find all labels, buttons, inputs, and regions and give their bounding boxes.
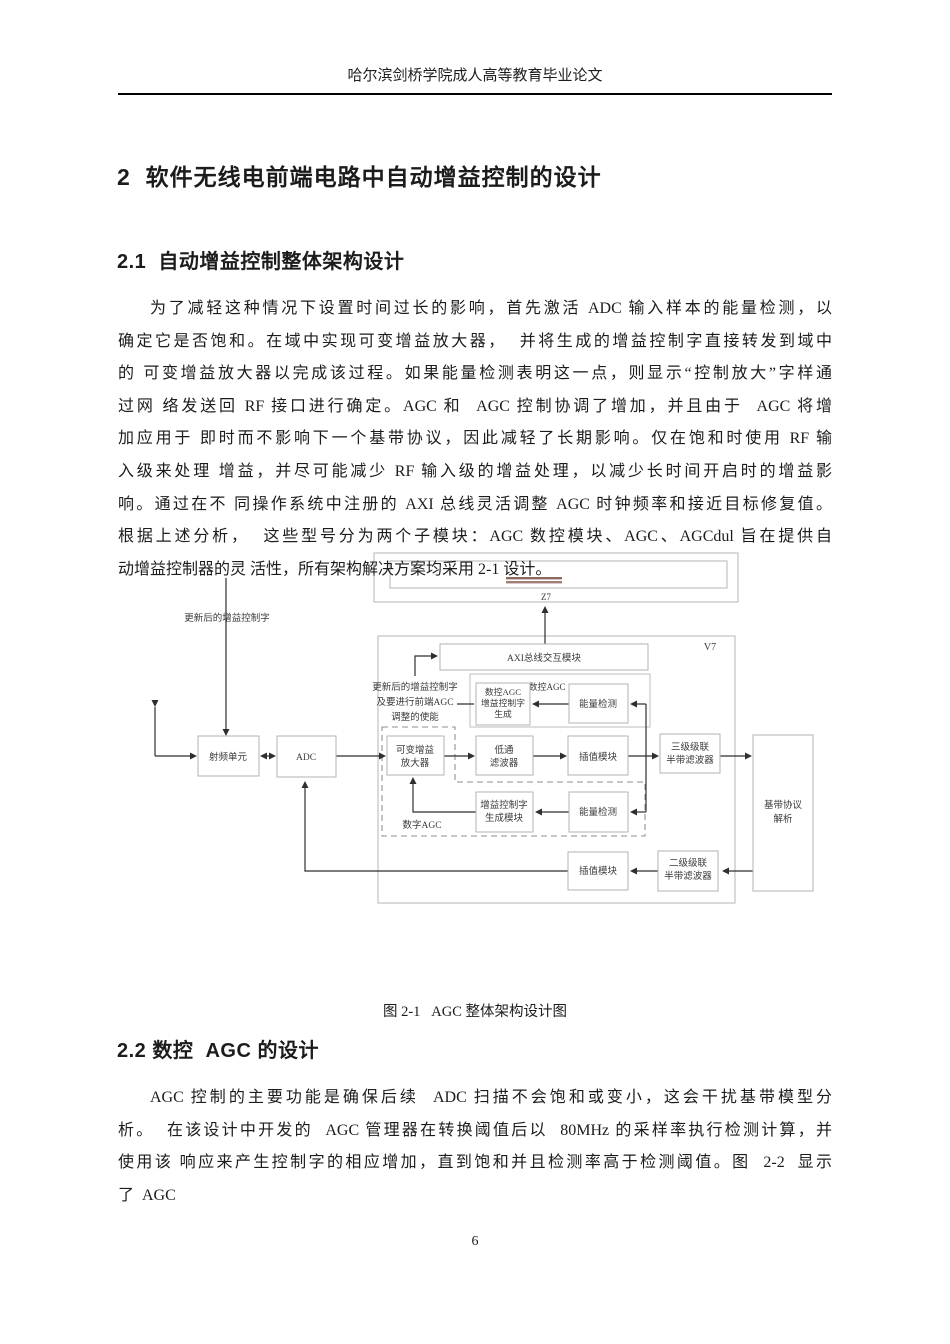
baseband-protocol-label: 解析 bbox=[773, 813, 793, 825]
section-2-1-paragraph: 为了减轻这种情况下设置时间过长的影响，首先激活 ADC 输入样本的能量检测，以 … bbox=[118, 293, 832, 586]
chapter-heading: 2 软件无线电前端电路中自动增益控制的设计 bbox=[117, 164, 602, 190]
nc-agc-gen-label: 数控AGC bbox=[485, 686, 521, 697]
paragraph-line: 了 AGC bbox=[118, 1186, 176, 1204]
nc-agc-group-label: 数控AGC bbox=[528, 681, 565, 692]
updated-gain-word-label-right: 调整的使能 bbox=[391, 711, 439, 723]
nc-agc-gen-label: 生成 bbox=[494, 708, 512, 719]
box-nc-agc-gain-word-gen bbox=[475, 682, 531, 726]
axi-bus-label: AXI总线交互模块 bbox=[507, 652, 581, 664]
paragraph-line: 使用该 响应来产生控制字的相应增加，直到饱和并且检测率高于检测阈值。图 2-2 … bbox=[118, 1154, 832, 1172]
digital-agc-group-box: 数字AGC bbox=[381, 726, 646, 837]
box-rf-unit bbox=[197, 735, 260, 777]
lpf-label: 滤波器 bbox=[490, 757, 519, 769]
box-halfband-3stage bbox=[659, 733, 721, 774]
updated-gain-word-label-right: 更新后的增益控制字 bbox=[372, 681, 458, 693]
paragraph-line: 入级来处理 增益，并尽可能减少 RF 输入级的增益处理，以减少长时间开启时的增益… bbox=[118, 462, 832, 480]
vga-label: 可变增益 bbox=[396, 744, 435, 756]
paragraph-line: 确定它是否饱和。在域中实现可变增益放大器， 并将生成的增益控制字直接转发到域中 bbox=[118, 332, 832, 350]
v7-domain-box: V7 bbox=[377, 635, 736, 904]
z7-domain-box: Z7 bbox=[373, 552, 739, 603]
box-gain-word-gen-module bbox=[475, 791, 534, 833]
paragraph-line: 响。通过在不 同操作系统中注册的 AXI 总线灵活调整 AGC 时钟频率和接近目… bbox=[118, 495, 832, 513]
interpolation-top-label: 插值模块 bbox=[579, 751, 618, 763]
v7-label: V7 bbox=[704, 642, 716, 653]
page-number: 6 bbox=[471, 1234, 479, 1249]
paragraph-line: 动增益控制器的灵 活性，所有架构解决方案均采用 2-1 设计。 bbox=[118, 560, 552, 578]
box-axi-bus-module bbox=[439, 643, 649, 671]
paragraph-line: 根据上述分析， 这些型号分为两个子模块：AGC 数控模块、AGC、AGCdul … bbox=[118, 528, 832, 546]
halfband-2stage-label: 二级级联 bbox=[669, 857, 708, 869]
interpolation-bottom-label: 插值模块 bbox=[579, 865, 618, 877]
halfband-3stage-label: 半带滤波器 bbox=[666, 754, 714, 766]
section-2-2-heading: 2.2 数控 AGC 的设计 bbox=[117, 1040, 319, 1062]
box-lowpass-filter bbox=[475, 735, 534, 776]
box-energy-detect-bottom bbox=[568, 791, 629, 833]
paragraph-line: 过网 络发送回 RF 接口进行确定。AGC 和 AGC 控制协调了增加，并且由于… bbox=[118, 397, 832, 415]
halfband-2stage-label: 半带滤波器 bbox=[664, 870, 712, 882]
box-energy-detect-top bbox=[568, 683, 629, 724]
box-halfband-2stage bbox=[657, 850, 719, 892]
energy-detect-top-label: 能量检测 bbox=[579, 698, 617, 710]
header-rule bbox=[118, 93, 832, 95]
tiny-illegible-label bbox=[506, 577, 562, 580]
z7-label: Z7 bbox=[541, 592, 551, 602]
updated-gain-word-label-left: 更新后的增益控制字 bbox=[184, 612, 270, 624]
gain-word-gen-label: 增益控制字 bbox=[480, 799, 528, 811]
figure-caption: 图 2-1 AGC 整体架构设计图 bbox=[382, 1004, 568, 1020]
lpf-label: 低通 bbox=[494, 744, 514, 756]
updated-gain-word-label-right: 及要进行前端AGC bbox=[376, 696, 453, 708]
baseband-protocol-label: 基带协议 bbox=[764, 799, 803, 811]
rf-unit-label: 射频单元 bbox=[209, 751, 248, 763]
digital-agc-group-label: 数字AGC bbox=[402, 819, 441, 831]
section-2-1-heading: 2.1 自动增益控制整体架构设计 bbox=[117, 251, 405, 273]
box-interpolation-bottom bbox=[567, 851, 629, 891]
paragraph-line: 加应用于 即时而不影响下一个基带协议，因此减轻了长期影响。仅在饱和时使用 RF … bbox=[118, 430, 832, 448]
paragraph-line: AGC 控制的主要功能是确保后续 ADC 扫描不会饱和或变小，这会干扰基带模型分 bbox=[150, 1089, 832, 1106]
nc-agc-group-box: 数控AGC bbox=[469, 673, 651, 728]
paragraph-line: 析。 在该设计中开发的 AGC 管理器在转换阈值后以 80MHz 的采样率执行检… bbox=[118, 1121, 832, 1139]
paragraph-line: 为了减轻这种情况下设置时间过长的影响，首先激活 ADC 输入样本的能量检测，以 bbox=[150, 300, 832, 317]
halfband-3stage-label: 三级级联 bbox=[671, 741, 710, 753]
box-variable-gain-amplifier bbox=[386, 735, 445, 776]
vga-label: 放大器 bbox=[401, 757, 430, 769]
nc-agc-gen-label: 增益控制字 bbox=[481, 697, 525, 708]
paragraph-line: 的 可变增益放大器以完成该过程。如果能量检测表明这一点，则显示“控制放大”字样通 bbox=[118, 365, 832, 383]
gain-word-gen-label: 生成模块 bbox=[485, 812, 524, 824]
adc-label: ADC bbox=[296, 753, 316, 763]
page-header: 哈尔滨剑桥学院成人高等教育毕业论文 bbox=[347, 68, 603, 84]
energy-detect-bottom-label: 能量检测 bbox=[579, 806, 617, 818]
box-baseband-protocol bbox=[752, 734, 814, 892]
section-2-2-paragraph: AGC 控制的主要功能是确保后续 ADC 扫描不会饱和或变小，这会干扰基带模型分… bbox=[118, 1082, 832, 1212]
tiny-illegible-label bbox=[506, 581, 562, 584]
box-adc bbox=[276, 735, 337, 778]
box-interpolation-top bbox=[567, 735, 629, 776]
diagram-arrowheads bbox=[151, 606, 752, 875]
